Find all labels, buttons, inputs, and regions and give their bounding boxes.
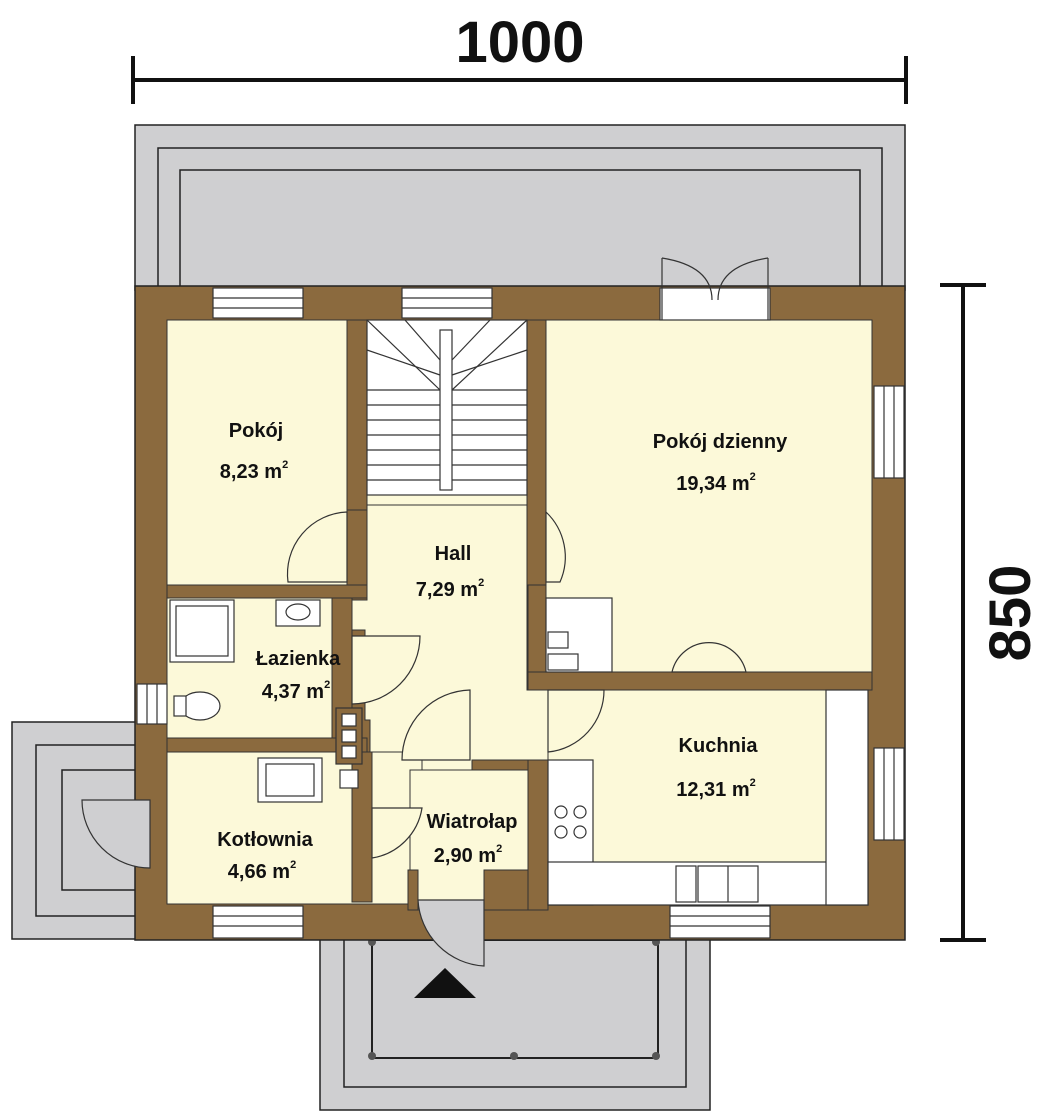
room-name-kuchnia: Kuchnia bbox=[679, 735, 759, 757]
staircase bbox=[366, 319, 528, 496]
svg-text:2,90 m2: 2,90 m2 bbox=[434, 843, 502, 867]
room-name-hall: Hall bbox=[435, 543, 472, 565]
entrance-arrow-icon bbox=[414, 968, 476, 998]
svg-text:8,23 m2: 8,23 m2 bbox=[220, 459, 288, 483]
svg-text:19,34 m2: 19,34 m2 bbox=[676, 471, 756, 495]
window-boiler bbox=[212, 905, 304, 939]
boiler-fixtures bbox=[257, 707, 363, 803]
bathroom-fixtures bbox=[169, 599, 321, 721]
room-area-kuchnia: 12,31 m bbox=[676, 779, 749, 801]
kitchen-counters bbox=[547, 689, 869, 906]
width-dimension: 1000 bbox=[131, 10, 908, 104]
entrance-porch bbox=[319, 907, 711, 1111]
room-name-wiatrolap: Wiatrołap bbox=[427, 811, 518, 833]
room-area-wiatrolap: 2,90 m bbox=[434, 845, 496, 867]
room-name-kotlownia: Kotłownia bbox=[217, 829, 313, 851]
dishwasher-icon bbox=[675, 865, 697, 903]
window-bathroom bbox=[136, 683, 168, 725]
room-area-pokoj-dzienny: 19,34 m bbox=[676, 473, 749, 495]
room-lazienka: Łazienka 4,37 m2 bbox=[256, 648, 341, 703]
door-swings bbox=[81, 510, 747, 967]
terrace-top bbox=[134, 124, 906, 291]
width-label: 1000 bbox=[455, 10, 584, 75]
room-name-lazienka: Łazienka bbox=[256, 648, 341, 670]
interior-walls bbox=[166, 319, 873, 911]
room-area-hall: 7,29 m bbox=[416, 579, 478, 601]
room-name-pokoj: Pokój bbox=[229, 420, 283, 442]
stove-icon bbox=[554, 805, 587, 839]
room-kuchnia: Kuchnia 12,31 m2 bbox=[676, 735, 758, 801]
room-hall: Hall 7,29 m2 bbox=[416, 543, 484, 601]
room-area-kotlownia: 4,66 m bbox=[228, 861, 290, 883]
svg-text:4,37 m2: 4,37 m2 bbox=[262, 679, 330, 703]
room-wiatrolap: Wiatrołap 2,90 m2 bbox=[427, 811, 518, 867]
svg-text:7,29 m2: 7,29 m2 bbox=[416, 577, 484, 601]
depth-dimension: 850 bbox=[940, 283, 1037, 942]
living-room-unit bbox=[545, 597, 613, 673]
balcony-door bbox=[659, 257, 771, 321]
room-area-pokoj: 8,23 m bbox=[220, 461, 282, 483]
window-stairs bbox=[401, 287, 493, 319]
window-kitchen-right bbox=[873, 747, 905, 841]
window-living-right bbox=[873, 385, 905, 479]
room-pokoj-dzienny: Pokój dzienny 19,34 m2 bbox=[653, 431, 788, 495]
svg-text:12,31 m2: 12,31 m2 bbox=[676, 777, 756, 801]
room-kotlownia: Kotłownia 4,66 m2 bbox=[217, 829, 313, 883]
room-area-lazienka: 4,37 m bbox=[262, 681, 324, 703]
room-pokoj: Pokój 8,23 m2 bbox=[220, 420, 288, 483]
windows bbox=[136, 287, 905, 939]
depth-label: 850 bbox=[978, 565, 1037, 662]
room-name-pokoj-dzienny: Pokój dzienny bbox=[653, 431, 788, 453]
window-kitchen-bottom bbox=[669, 905, 771, 939]
svg-text:4,66 m2: 4,66 m2 bbox=[228, 859, 296, 883]
window-pokoj bbox=[212, 287, 304, 319]
